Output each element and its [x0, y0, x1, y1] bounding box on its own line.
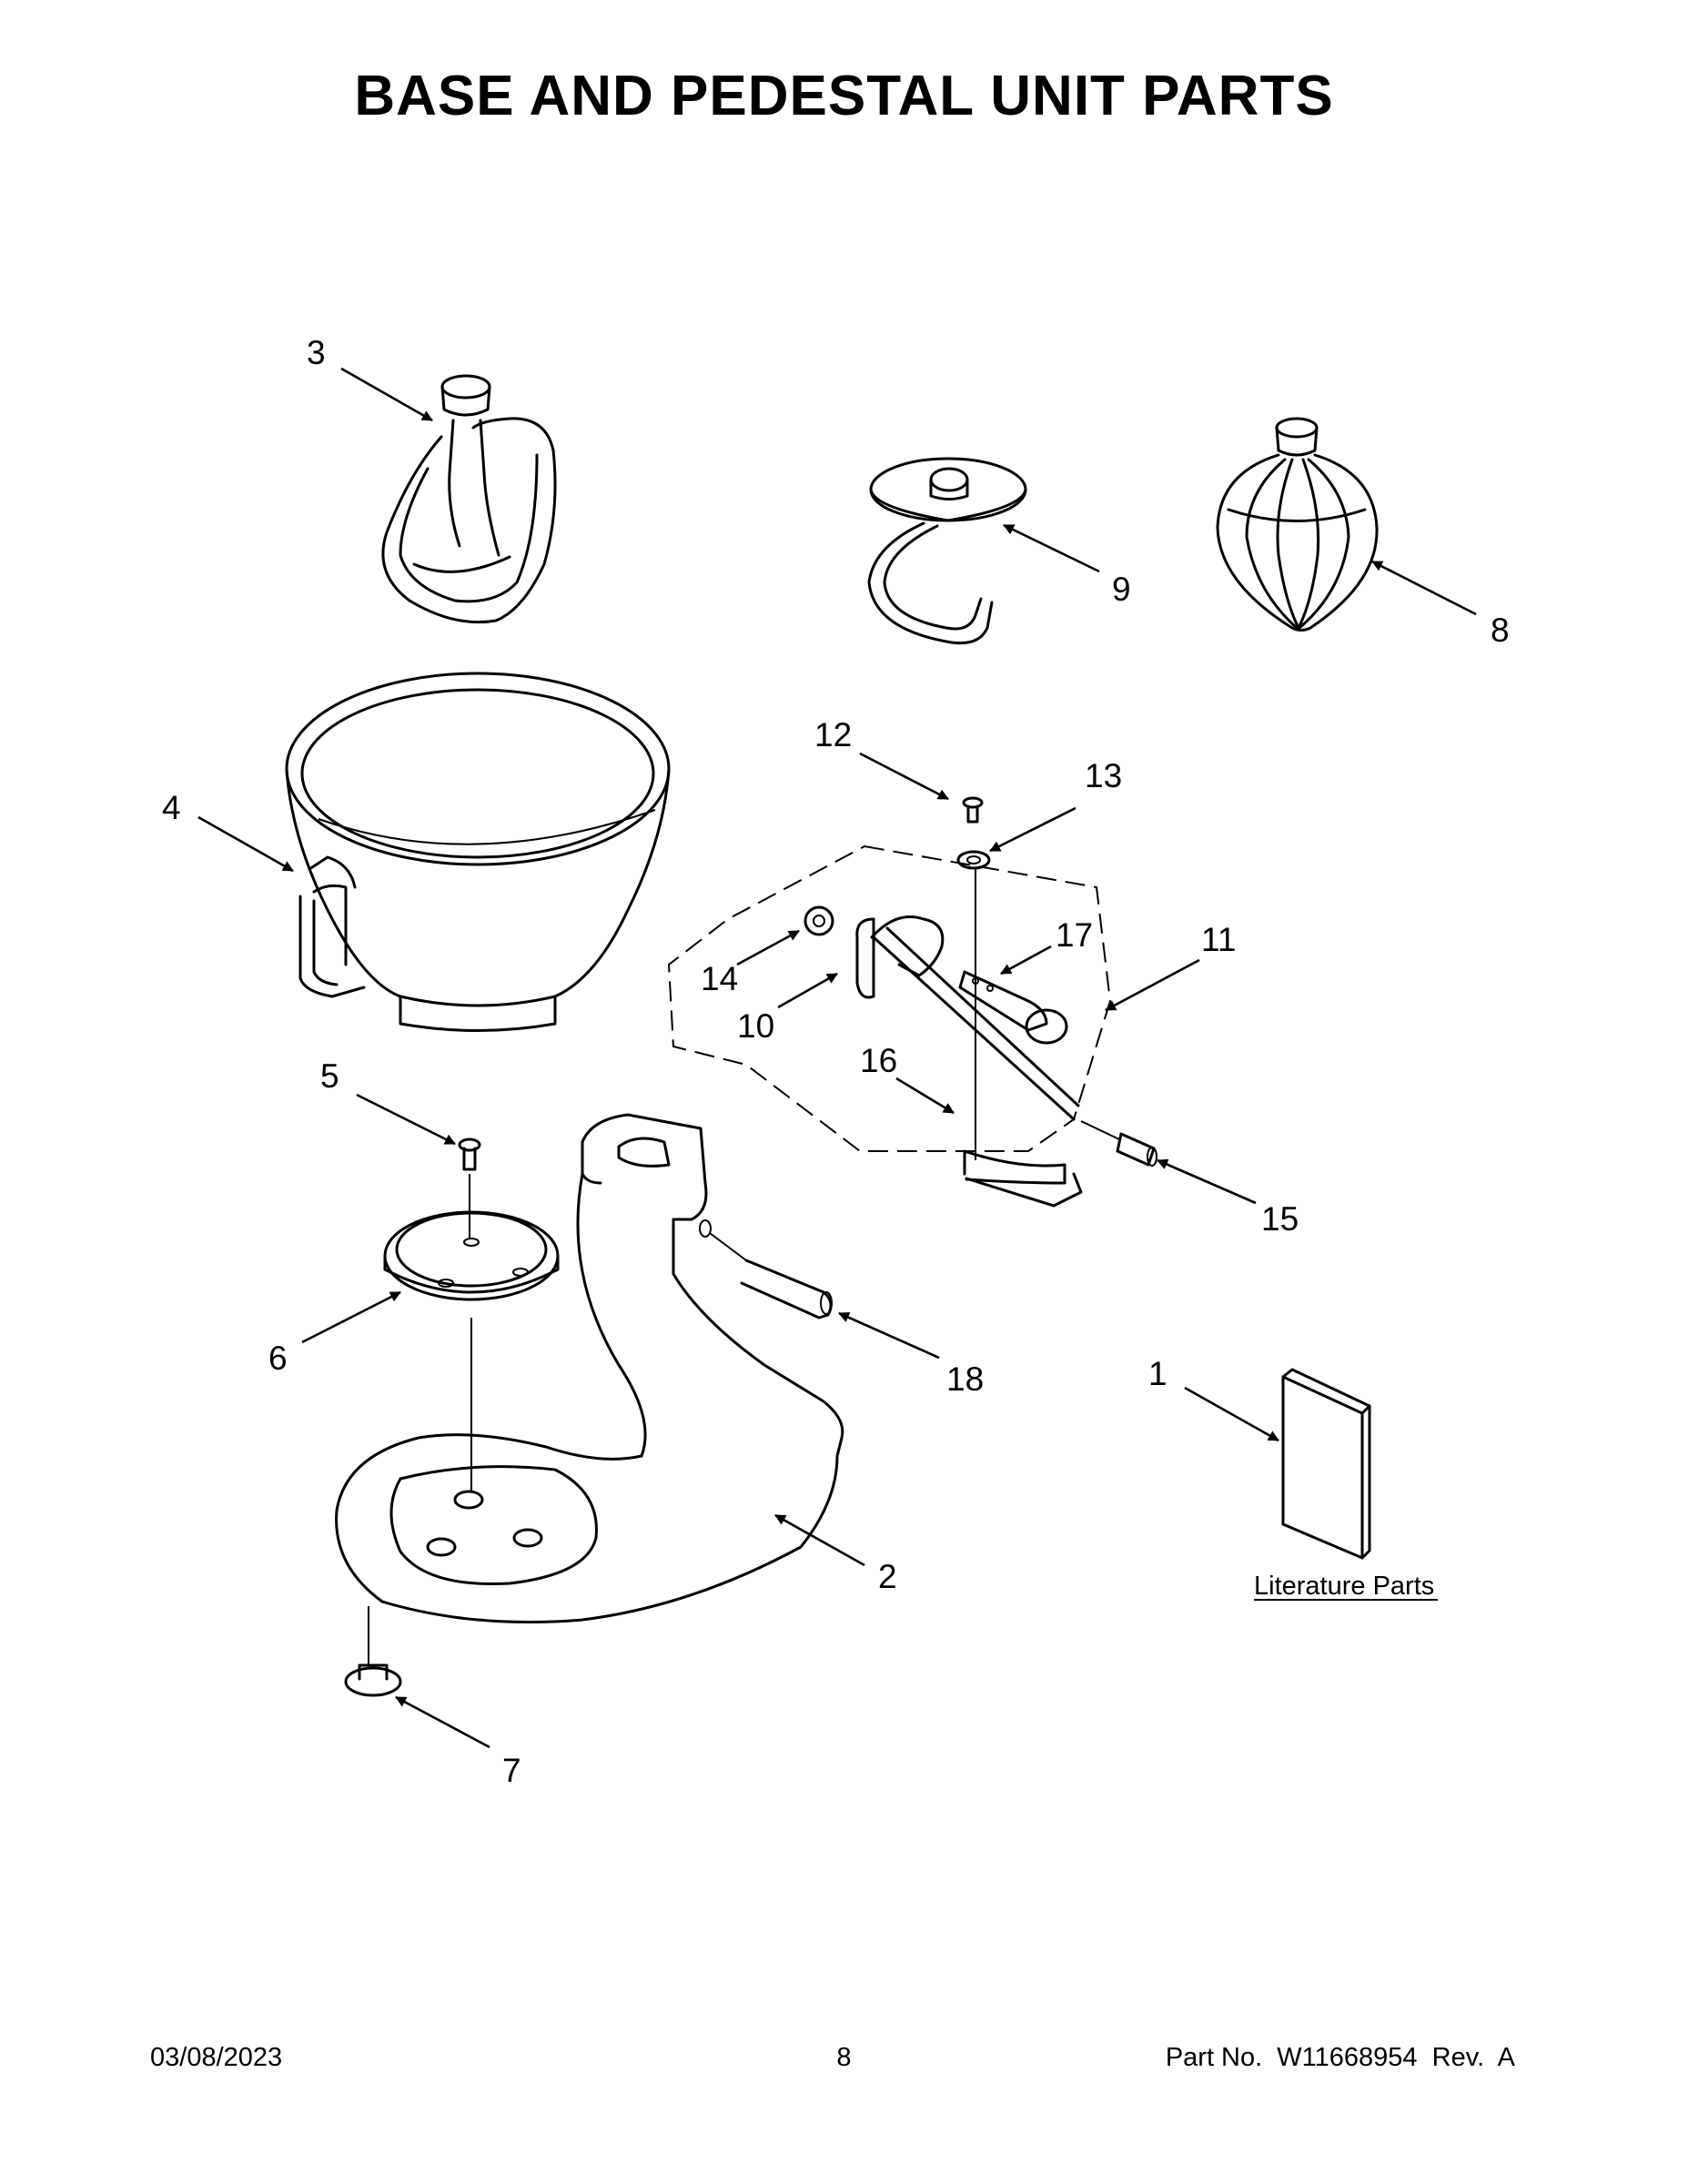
wire-whip-part [1216, 417, 1379, 632]
lever-arm-part [958, 970, 1068, 1045]
small-screw-part [962, 796, 984, 824]
callout-16: 16 [860, 1042, 897, 1079]
footer-page-number: 8 [836, 2043, 852, 2072]
callout-18: 18 [946, 1360, 984, 1398]
mixing-bowl-part [285, 672, 671, 1032]
page-title: BASE AND PEDESTAL UNIT PARTS [354, 65, 1334, 127]
bowl-lift-assembly-outline [667, 844, 1112, 1152]
callout-11: 11 [1201, 921, 1236, 958]
footer-part-number: Part No. W11668954 Rev. A [1165, 2043, 1515, 2072]
leader-15 [1157, 1158, 1257, 1205]
leader-2 [774, 1513, 865, 1567]
callout-9: 9 [1112, 571, 1131, 608]
callout-5: 5 [320, 1057, 339, 1095]
callout-15: 15 [1261, 1200, 1299, 1238]
hinge-pin-part [709, 1232, 833, 1320]
dough-hook-part [867, 457, 1027, 645]
lift-rod-part [872, 926, 1083, 1208]
callout-4: 4 [162, 789, 181, 826]
callout-6: 6 [268, 1340, 288, 1377]
pedestal-base-part [335, 1113, 844, 1623]
callout-13: 13 [1085, 757, 1122, 794]
callout-2: 2 [878, 1558, 897, 1595]
leader-1 [1184, 1386, 1279, 1442]
callout-1: 1 [1148, 1355, 1167, 1392]
callout-17: 17 [1056, 916, 1093, 954]
leader-17 [1000, 945, 1052, 976]
callout-3: 3 [307, 334, 326, 371]
leader-12 [859, 752, 949, 801]
callout-10: 10 [737, 1007, 774, 1045]
clamping-plate-part [383, 1174, 560, 1301]
leader-5 [356, 1093, 456, 1146]
callout-14: 14 [701, 960, 738, 997]
washer-part [956, 850, 991, 969]
footer-date: 03/08/2023 [150, 2043, 283, 2072]
leader-9 [1003, 523, 1100, 573]
leader-14 [736, 929, 800, 966]
leader-3 [340, 367, 433, 422]
leader-16 [895, 1077, 955, 1115]
leader-13 [989, 806, 1076, 853]
callout-7: 7 [502, 1752, 521, 1789]
leader-10 [777, 972, 838, 1009]
leader-4 [197, 815, 294, 873]
bracket-part [855, 915, 945, 999]
leader-6 [301, 1290, 401, 1344]
spring-part [1080, 1120, 1157, 1167]
screw-part [458, 1138, 481, 1171]
callout-12: 12 [814, 716, 852, 753]
leader-11 [1105, 958, 1200, 1012]
foot-part [344, 1606, 402, 1697]
flat-beater-part [381, 374, 557, 624]
leader-7 [395, 1695, 490, 1749]
flat-washer-part [804, 905, 834, 936]
leader-18 [838, 1311, 940, 1360]
literature-label: Literature Parts [1254, 1572, 1434, 1601]
leader-8 [1371, 560, 1477, 616]
literature-part [1281, 1368, 1371, 1560]
callout-8: 8 [1491, 612, 1510, 649]
